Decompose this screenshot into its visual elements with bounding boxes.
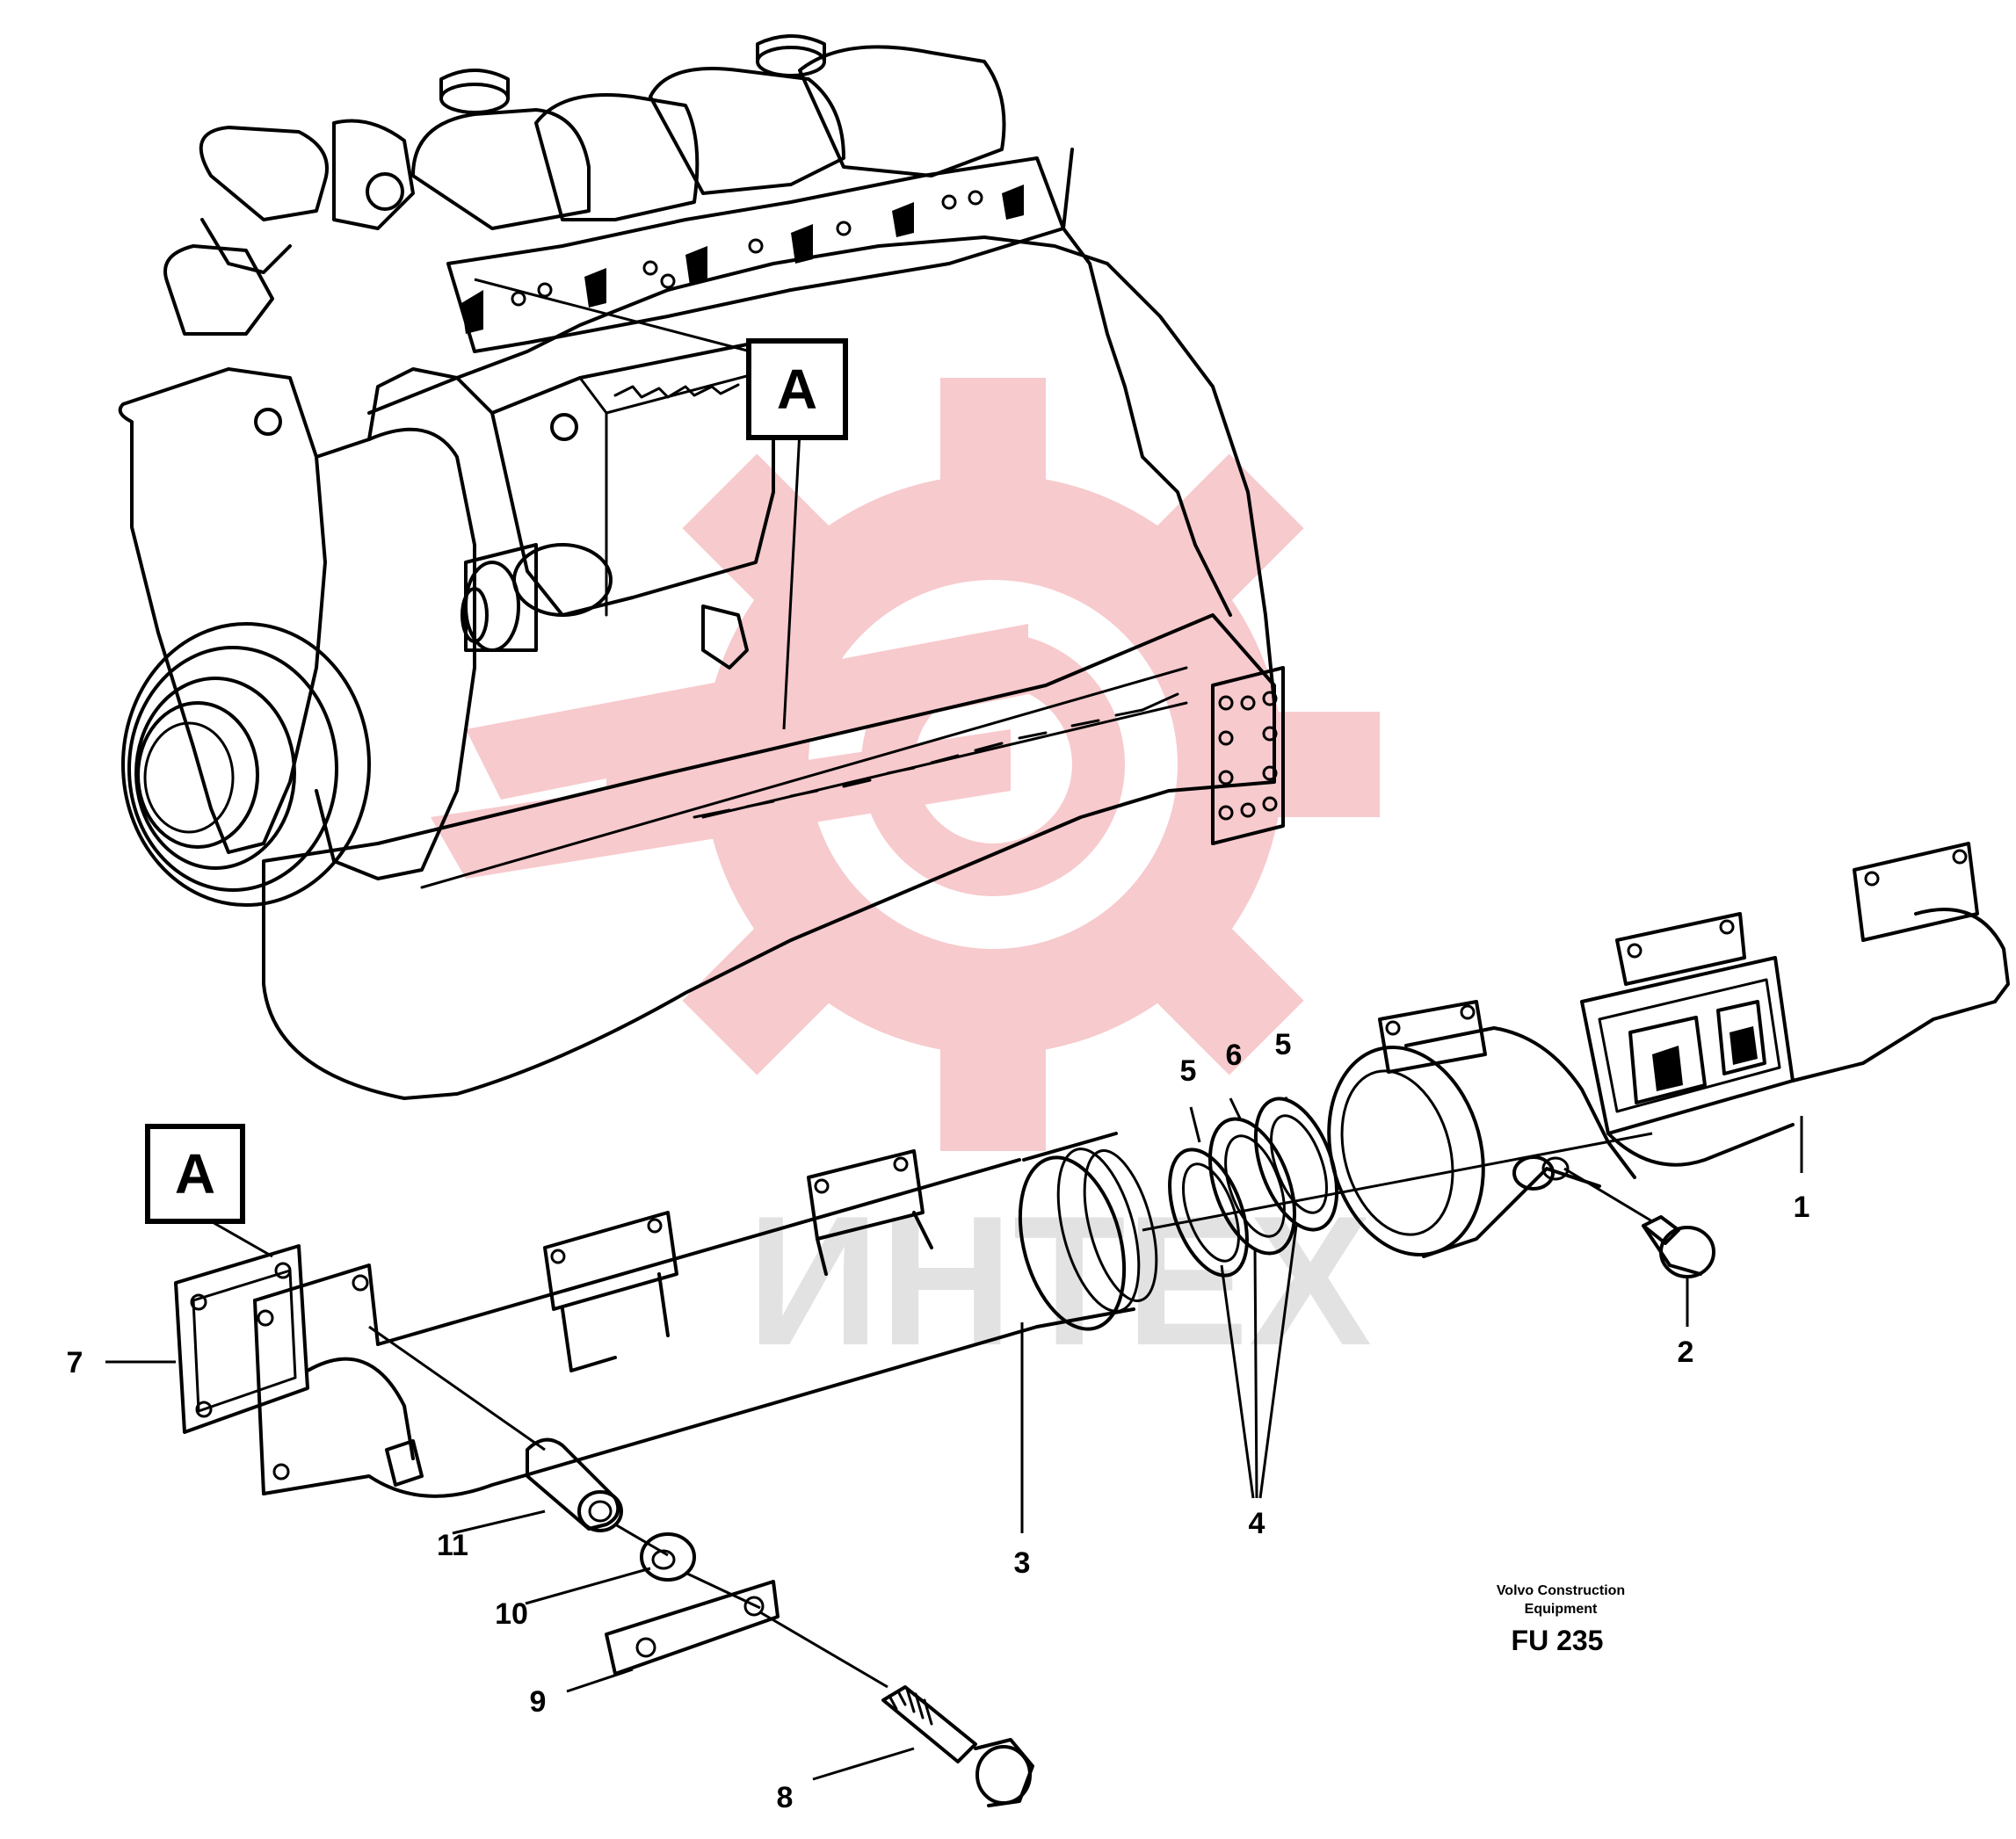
callout-1: 1 (1794, 1191, 1810, 1224)
callout-7: 7 (67, 1346, 83, 1379)
part-10-washer (614, 1523, 696, 1582)
part-1-manifold-rear (1327, 842, 2010, 1258)
engine-illustration (118, 34, 1285, 1100)
callout-5b: 5 (1275, 1028, 1292, 1061)
ref-label-a-bottom: A (175, 1142, 215, 1205)
callout-3: 3 (1014, 1546, 1031, 1580)
watermark-logo: ИНТЕХ (431, 378, 1380, 1384)
callout-4: 4 (1249, 1507, 1265, 1540)
ref-box-top: A (474, 278, 848, 730)
head-bolt-row (461, 185, 1024, 334)
caption-code: FU 235 (1512, 1625, 1604, 1656)
exhaust-manifold-assembly (174, 842, 2010, 1807)
caption-block: Volvo Construction Equipment FU 235 (1497, 1583, 1625, 1656)
callout-11: 11 (437, 1529, 468, 1562)
watermark-gear-icon (431, 378, 1380, 1151)
crank-pulley (121, 622, 371, 907)
callout-leaders (105, 1097, 1803, 1781)
part-3-manifold-front (253, 1132, 1158, 1498)
part-2-plug (1563, 1167, 1715, 1278)
part-11-spacer-sleeve (368, 1325, 623, 1532)
part-8-bolt (759, 1611, 1034, 1807)
callout-9: 9 (530, 1685, 547, 1719)
ref-label-a-top: A (777, 358, 817, 421)
caption-line-1: Volvo Construction (1497, 1583, 1625, 1598)
callout-6: 6 (1226, 1039, 1243, 1072)
injection-pump (460, 341, 775, 670)
part-9-locking-plate (605, 1571, 780, 1676)
caption-line-2: Equipment (1525, 1602, 1598, 1617)
callout-10: 10 (495, 1597, 528, 1631)
callout-5a: 5 (1180, 1054, 1197, 1088)
callout-numbers: 1 2 3 4 5 6 5 7 8 9 10 11 (67, 1028, 1810, 1814)
callout-2: 2 (1678, 1336, 1694, 1369)
ref-box-bottom: A (145, 1124, 273, 1258)
seal-rings (1168, 1097, 1339, 1278)
callout-8: 8 (777, 1781, 794, 1814)
part-7-gasket (174, 1244, 309, 1434)
